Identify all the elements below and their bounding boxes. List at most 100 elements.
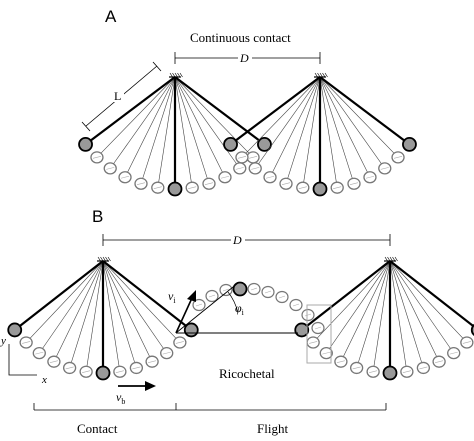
- ghost-ball-stripe: [35, 351, 44, 355]
- panel-a-distance-label-bg: [238, 51, 252, 65]
- arm-line: [241, 76, 321, 158]
- ghost-ball-stripe: [419, 366, 428, 370]
- ghost-ball-stripe: [352, 366, 361, 370]
- ghost-ball-stripe: [49, 360, 58, 363]
- mass-ball: [257, 137, 272, 152]
- velocity-b-label: vb: [116, 390, 125, 406]
- ghost-ball-stripe: [435, 360, 444, 363]
- flight-ghost-ball-stripe: [278, 295, 286, 299]
- pivot-hatch: [394, 256, 398, 262]
- panel-b-distance-label-bg: [231, 233, 245, 247]
- pivot-hatch: [314, 72, 318, 78]
- ghost-ball-stripe: [175, 341, 184, 344]
- pivot-hatch: [319, 72, 323, 78]
- arm-line: [96, 76, 176, 158]
- pivot-hatch: [169, 72, 173, 78]
- ghost-ball-stripe: [204, 182, 214, 186]
- flight-trajectory: [192, 281, 325, 335]
- arm-line: [174, 76, 254, 158]
- panel-a-title: Continuous contact: [190, 30, 291, 45]
- arm-line: [269, 76, 321, 178]
- ghost-ball-stripe: [120, 175, 130, 179]
- flight-ghost-ball-stripe: [314, 326, 322, 330]
- ghost-ball-stripe: [132, 366, 141, 370]
- ghost-ball-stripe: [162, 351, 171, 355]
- mass-ball: [223, 137, 238, 152]
- ghost-ball-stripe: [380, 167, 389, 170]
- panel-a-letter: A: [105, 7, 117, 26]
- arm-line: [356, 260, 391, 369]
- launch-angle-lines: [175, 282, 298, 334]
- pivot-hatch: [100, 256, 104, 262]
- pivot-hatch: [387, 256, 391, 262]
- velocity-i-arrow: [175, 290, 196, 334]
- velocity-b-arrow: [118, 381, 156, 391]
- flight-ghost-ball-stripe: [222, 288, 230, 292]
- pivot-hatch: [322, 72, 326, 78]
- arm-line: [302, 76, 321, 188]
- arm-line: [372, 260, 391, 372]
- arm-line: [102, 260, 137, 369]
- pivot-hatch: [97, 256, 101, 262]
- pivot-hatch: [102, 256, 106, 262]
- arm-line: [39, 260, 104, 354]
- ghost-ball-stripe: [333, 186, 342, 189]
- panel-b-distance-bracket: [102, 234, 391, 246]
- arm-line: [326, 260, 391, 354]
- ghost-ball-stripe: [309, 341, 318, 344]
- arm-main: [84, 76, 176, 146]
- arm-line: [319, 76, 371, 178]
- mass-ball: [312, 181, 328, 197]
- arm-line: [319, 76, 355, 184]
- ghost-ball-stripe: [322, 351, 331, 355]
- velocity-i-label: vi: [168, 289, 176, 305]
- arm-line: [389, 260, 454, 354]
- mass-ball: [167, 181, 183, 197]
- arm-line: [124, 76, 176, 178]
- ghost-ball-stripe: [393, 156, 403, 159]
- mass-ball: [95, 365, 111, 381]
- ghost-ball-stripe: [92, 156, 102, 159]
- arm-main: [102, 260, 192, 331]
- ghost-ball-stripe: [462, 341, 471, 344]
- pivot-hatch: [172, 72, 176, 78]
- ghost-ball-stripe: [248, 156, 258, 159]
- mass-ball: [382, 365, 398, 381]
- arm-line: [102, 260, 167, 354]
- flight-ghost-ball-stripe: [195, 303, 203, 307]
- ghost-ball-stripe: [237, 156, 247, 159]
- ghost-ball-stripe: [281, 182, 291, 186]
- ghost-ball-stripe: [251, 167, 260, 170]
- pivot-hatch: [177, 72, 181, 78]
- angle-label: φi: [235, 301, 245, 317]
- panel-a-length-label-bg: [112, 88, 124, 102]
- mass-ball: [402, 137, 417, 152]
- arm-line: [157, 76, 176, 188]
- arm-line: [319, 76, 338, 188]
- ghost-ball-stripe: [82, 370, 91, 374]
- ghost-ball-stripe: [153, 186, 162, 189]
- ghost-ball-stripe: [106, 167, 115, 170]
- panel-a-length-label: L: [114, 89, 121, 103]
- arm-line: [389, 260, 440, 362]
- ghost-ball-stripe: [220, 175, 230, 179]
- contact-flight-bracket: [33, 403, 387, 411]
- catch-box: [306, 304, 332, 364]
- arm-main: [301, 260, 391, 331]
- arm-line: [319, 76, 399, 158]
- pivot-hatch: [179, 72, 183, 78]
- ghost-ball-stripe: [235, 167, 244, 170]
- panel-a-distance-label: D: [239, 51, 249, 65]
- arm-line: [174, 76, 241, 169]
- arm-line: [85, 260, 104, 372]
- arm-main: [229, 76, 321, 146]
- flight-ghost-ball-stripe: [208, 294, 216, 298]
- ricochetal-label: Ricochetal: [219, 366, 275, 381]
- arm-main: [389, 260, 474, 329]
- ghost-ball-stripe: [115, 370, 124, 374]
- ghost-ball-stripe: [65, 366, 74, 370]
- pivot-hatch: [105, 256, 109, 262]
- ghost-ball-stripe: [365, 175, 375, 179]
- flight-ghost-ball-stripe: [264, 290, 272, 294]
- arm-line: [25, 260, 104, 343]
